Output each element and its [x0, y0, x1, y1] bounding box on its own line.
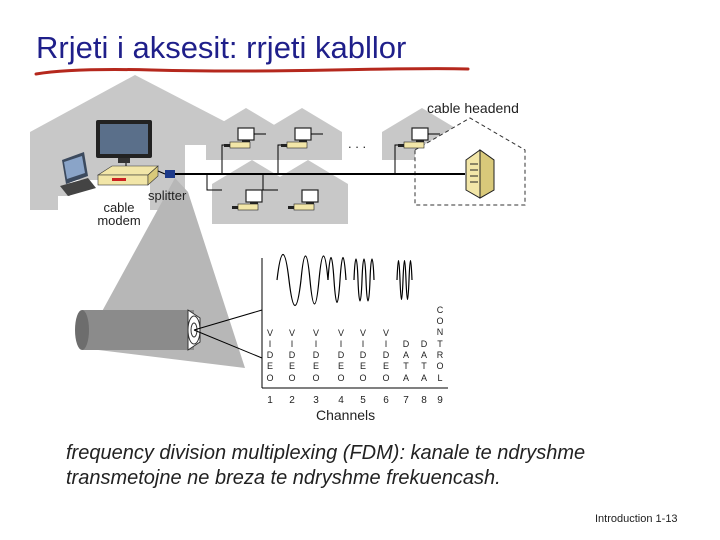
splitter-label: splitter [148, 188, 187, 203]
ellipsis-label: . . . [348, 136, 367, 151]
cable-headend-label: cable headend [427, 100, 519, 116]
channels-axis-label: Channels [316, 407, 376, 423]
neighborhood-houses-bottom [212, 160, 348, 224]
headend-equipment-icon [465, 149, 495, 199]
splitter-icon [165, 170, 175, 178]
fdm-caption: frequency division multiplexing (FDM): k… [66, 442, 586, 489]
title-underline [34, 67, 470, 76]
channel-2-number: 2 [289, 395, 295, 406]
pc-icon [60, 152, 96, 196]
fdm-waveforms [276, 254, 413, 306]
channel-5-number: 5 [360, 395, 366, 406]
coax-cable-icon [75, 309, 263, 359]
cable-modem-label: cable modem [97, 200, 141, 228]
channel-9-number: 9 [437, 395, 443, 406]
channel-1-number: 1 [267, 395, 273, 406]
channel-4-number: 4 [338, 395, 344, 406]
tv-icon [96, 120, 152, 163]
channel-8-number: 8 [421, 395, 427, 406]
slide-title: Rrjeti i aksesit: rrjeti kabllor [36, 30, 407, 65]
home-computer-icons [224, 127, 440, 211]
slide-footer: Introduction 1-13 [595, 513, 678, 525]
cable-modem-icon [96, 165, 159, 186]
channel-7-number: 7 [403, 395, 409, 406]
channel-3-number: 3 [313, 395, 319, 406]
fdm-axes [261, 258, 448, 389]
channel-6-number: 6 [383, 395, 389, 406]
